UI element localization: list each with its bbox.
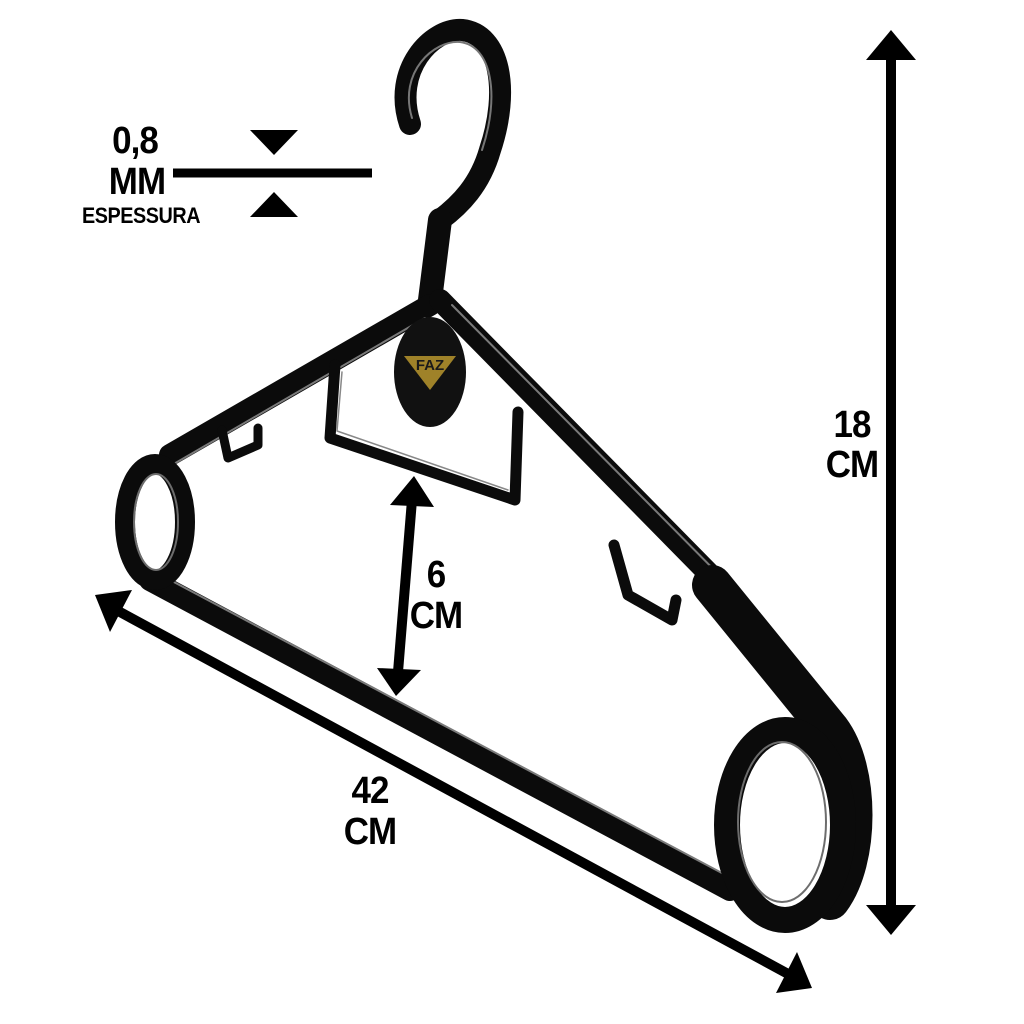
- hanger-left-loop: [115, 454, 195, 590]
- thickness-arrow-up: [250, 192, 298, 217]
- width-arrow-right: [776, 952, 812, 993]
- neck-value: 6: [426, 554, 446, 596]
- thickness-unit: MM: [108, 161, 166, 203]
- width-unit: CM: [343, 811, 397, 853]
- thickness-arrow-down: [250, 130, 298, 155]
- width-value: 42: [351, 770, 389, 812]
- width-arrow-left: [95, 590, 132, 632]
- height-arrow-top: [866, 30, 916, 60]
- logo-text: FAZ: [416, 357, 444, 374]
- strap-hook-right: [608, 539, 682, 626]
- hanger-center-bar: [324, 359, 524, 506]
- thickness-caption: ESPESSURA: [82, 203, 201, 228]
- strap-hook-left: [217, 423, 263, 463]
- width-arrow-line: [117, 607, 793, 980]
- height-arrow-bottom: [866, 905, 916, 935]
- hanger-bottom-bar: [139, 569, 741, 901]
- neck-arrow-top: [390, 476, 434, 507]
- hanger-right-loop: [714, 717, 856, 933]
- thickness-value: 0,8: [112, 120, 159, 162]
- hanger-hook: [394, 19, 511, 231]
- neck-arrow-bottom: [377, 668, 421, 696]
- neck-unit: CM: [409, 595, 463, 637]
- height-unit: CM: [825, 444, 879, 486]
- hanger-image: [115, 19, 873, 933]
- neck-arrow-line: [393, 499, 417, 673]
- hanger-left-arm: [159, 294, 441, 466]
- height-value: 18: [833, 404, 871, 446]
- hanger-right-arm: [429, 289, 746, 611]
